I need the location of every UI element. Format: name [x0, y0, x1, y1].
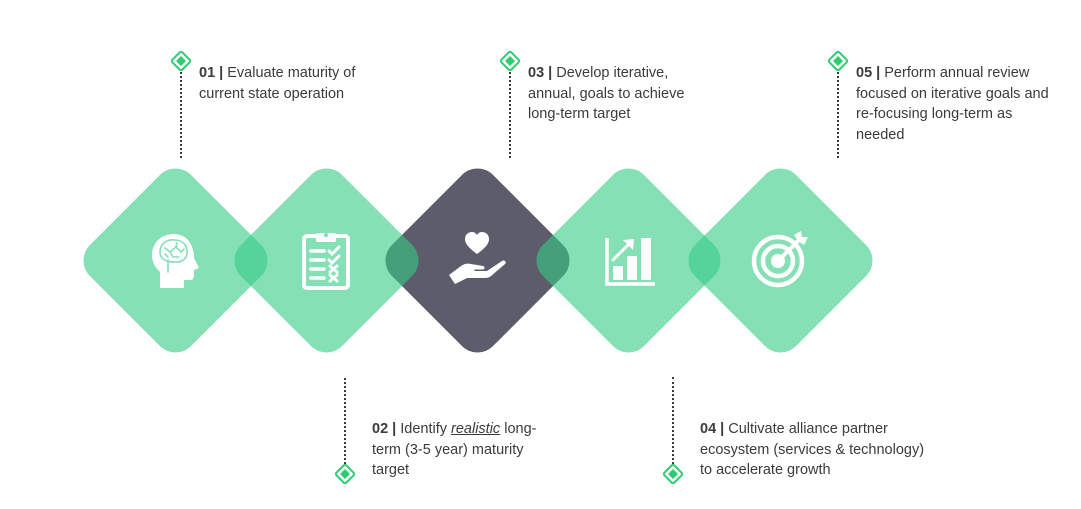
step-05-label: 05 | Perform annual review focused on it… [856, 63, 1051, 145]
step-03-text: Develop iterative, annual, goals to achi… [528, 65, 685, 122]
step-02-label: 02 | Identify realistic long-term (3-5 y… [372, 419, 562, 481]
step-03-connector [509, 72, 511, 158]
clipboard-checklist-icon [296, 230, 356, 290]
step-04-connector [672, 377, 674, 464]
step-03-number: 03 | [528, 65, 553, 81]
step-04-label: 04 | Cultivate alliance partner ecosyste… [700, 419, 940, 481]
step-01-label: 01 | Evaluate maturity of current state … [199, 63, 384, 104]
step-01-connector [180, 72, 182, 158]
step-01-marker-icon [170, 50, 192, 72]
step-01-text: Evaluate maturity of current state opera… [199, 65, 356, 102]
target-arrow-icon [750, 229, 810, 289]
step-04-text: Cultivate alliance partner ecosystem (se… [700, 421, 925, 478]
step-03-label: 03 | Develop iterative, annual, goals to… [528, 63, 708, 125]
step-05-marker-icon [827, 50, 849, 72]
brain-head-icon [146, 230, 206, 290]
step-04-number: 04 | [700, 421, 725, 437]
heart-in-hand-icon [447, 228, 507, 288]
step-01-number: 01 | [199, 65, 224, 81]
step-02-number: 02 | [372, 421, 397, 437]
step-03-marker-icon [499, 50, 521, 72]
growth-bar-chart-icon [599, 230, 659, 290]
step-02-connector [344, 378, 346, 464]
step-05-text: Perform annual review focused on iterati… [856, 65, 1049, 143]
step-02-text-emphasis: realistic [451, 421, 501, 437]
step-02-text-before: Identify [400, 421, 452, 437]
step-02-marker-icon [334, 463, 356, 485]
step-05-number: 05 | [856, 65, 881, 81]
step-04-marker-icon [662, 463, 684, 485]
step-05-connector [837, 72, 839, 158]
step-02-text-after: long-term (3-5 year) maturity target [372, 421, 537, 478]
